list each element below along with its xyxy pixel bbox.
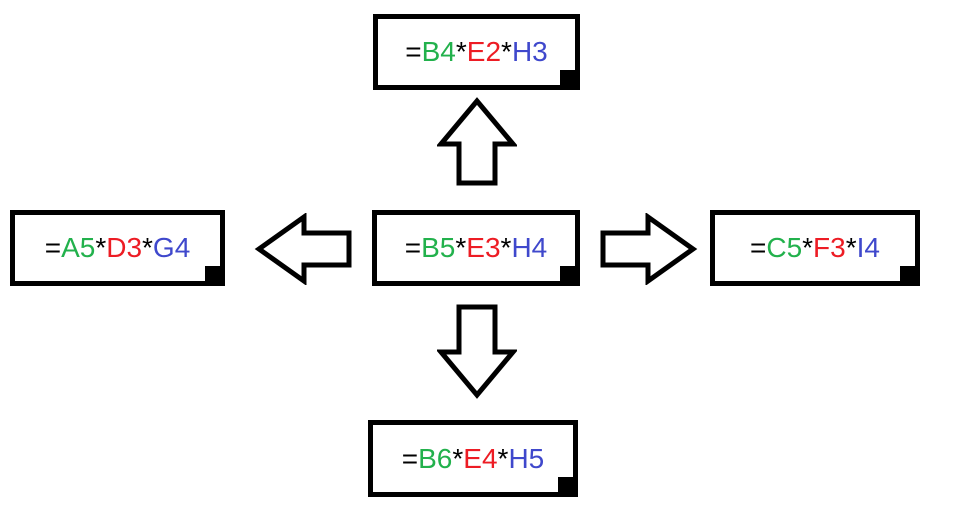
formula-box-right: = C5 * F3 * I4 bbox=[710, 210, 920, 286]
multiply-sign: * bbox=[452, 442, 464, 474]
multiply-sign: * bbox=[142, 232, 153, 263]
formula-box-center: = B5 * E3 * H4 bbox=[372, 210, 580, 286]
cell-ref-2: F3 bbox=[813, 232, 846, 263]
equals-sign: = bbox=[44, 232, 62, 263]
cell-ref-1: B5 bbox=[421, 232, 456, 263]
cell-ref-1: C5 bbox=[766, 232, 803, 263]
cell-ref-2: E4 bbox=[463, 442, 498, 474]
formula-text-center: = B5 * E3 * H4 bbox=[377, 215, 575, 281]
multiply-sign: * bbox=[501, 36, 512, 67]
cell-ref-2: D3 bbox=[106, 232, 143, 263]
arrow-down-icon bbox=[437, 303, 517, 399]
fill-handle bbox=[900, 266, 915, 281]
multiply-sign: * bbox=[455, 232, 467, 263]
formula-text-bottom: = B6 * E4 * H5 bbox=[373, 425, 573, 492]
equals-sign: = bbox=[404, 232, 422, 263]
arrow-left-icon bbox=[254, 213, 352, 285]
cell-ref-2: E2 bbox=[466, 36, 502, 67]
multiply-sign: * bbox=[455, 36, 467, 67]
cell-ref-3: H5 bbox=[508, 442, 545, 474]
equals-sign: = bbox=[405, 36, 422, 67]
equals-sign: = bbox=[401, 442, 419, 474]
formula-text-left: = A5 * D3 * G4 bbox=[15, 215, 220, 281]
cell-ref-3: H4 bbox=[511, 232, 548, 263]
formula-box-top: = B4 * E2 * H3 bbox=[373, 14, 580, 90]
formula-text-right: = C5 * F3 * I4 bbox=[715, 215, 915, 281]
formula-box-bottom: = B6 * E4 * H5 bbox=[368, 420, 578, 497]
fill-handle bbox=[560, 266, 575, 281]
multiply-sign: * bbox=[802, 232, 814, 263]
fill-handle bbox=[560, 70, 575, 85]
multiply-sign: * bbox=[500, 232, 512, 263]
formula-text-top: = B4 * E2 * H3 bbox=[378, 19, 575, 85]
fill-handle bbox=[558, 477, 573, 492]
arrow-right-icon bbox=[600, 213, 698, 285]
formula-box-left: = A5 * D3 * G4 bbox=[10, 210, 225, 286]
cell-ref-1: A5 bbox=[61, 232, 96, 263]
equals-sign: = bbox=[749, 232, 767, 263]
fill-handle bbox=[205, 266, 220, 281]
cell-ref-2: E3 bbox=[466, 232, 501, 263]
cell-ref-3: I4 bbox=[856, 232, 880, 263]
cell-ref-1: B4 bbox=[421, 36, 456, 67]
cell-ref-3: G4 bbox=[152, 232, 191, 263]
multiply-sign: * bbox=[845, 232, 857, 263]
multiply-sign: * bbox=[497, 442, 509, 474]
arrow-up-icon bbox=[437, 97, 517, 187]
cell-ref-1: B6 bbox=[418, 442, 453, 474]
cell-ref-3: H3 bbox=[511, 36, 548, 67]
multiply-sign: * bbox=[95, 232, 107, 263]
